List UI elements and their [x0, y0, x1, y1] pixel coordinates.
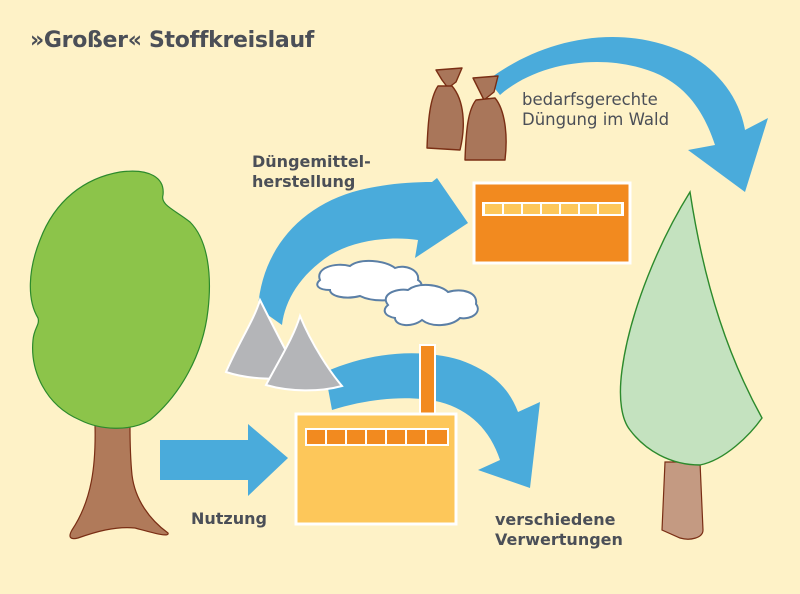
processing-factory-icon [294, 344, 458, 526]
arrow-utilization [325, 353, 540, 488]
label-line: Düngung im Wald [522, 110, 670, 130]
conifer-tree-icon [619, 190, 763, 540]
label-fertilizer-production: Düngemittel- herstellung [252, 152, 371, 191]
ash-heaps-icon [224, 297, 344, 392]
arrow-fertilizer-production [258, 178, 468, 325]
label-usage: Nutzung [191, 509, 267, 528]
conifer-crown [619, 190, 763, 466]
label-line: Düngemittel- [252, 152, 371, 171]
label-utilization: verschiedene Verwertungen [495, 510, 623, 549]
label-line: herstellung [252, 171, 356, 191]
label-line: bedarfsgerechte [522, 90, 658, 109]
label-line: verschiedene [495, 510, 616, 529]
fertilizer-sacks-icon [426, 67, 507, 161]
tree-crown [29, 170, 210, 429]
label-line: Verwertungen [495, 529, 623, 549]
arrow-usage [160, 424, 288, 496]
fertilizer-factory-icon [472, 181, 632, 265]
conifer-trunk [661, 461, 704, 540]
arrow-forest-fertilization [488, 36, 768, 193]
label-forest-fertilization: bedarfsgerechte Düngung im Wald [522, 90, 669, 130]
deciduous-tree-icon [29, 170, 210, 540]
smoke-clouds-icon [316, 260, 479, 326]
tree-trunk [69, 424, 169, 540]
diagram-title: »Großer« Stoffkreislauf [30, 28, 315, 53]
